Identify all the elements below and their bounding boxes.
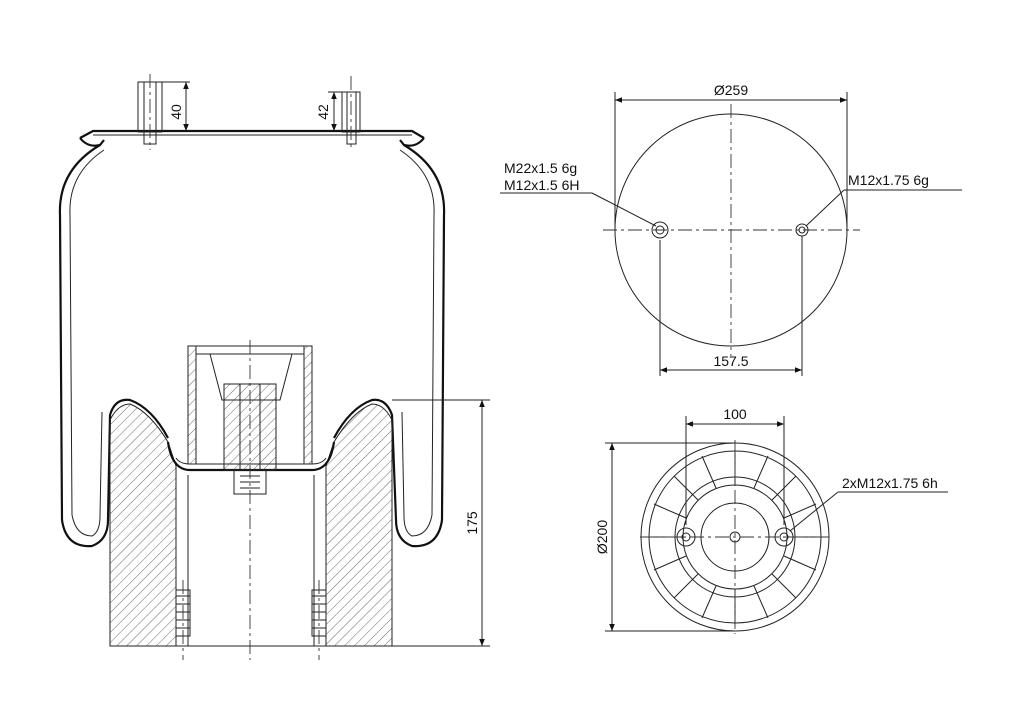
dim-height-label: 175: [464, 511, 480, 535]
bottom-hole-right: [774, 527, 794, 547]
top-hole-left: [651, 221, 669, 239]
top-plate: [79, 129, 425, 147]
bump-stop: [166, 340, 336, 660]
top-spacing-label: 157.5: [713, 353, 748, 369]
top-thread-right: M12x1.75 6g: [848, 172, 929, 188]
stud-right: [341, 76, 361, 150]
dim-stud-right-label: 42: [315, 104, 331, 120]
bottom-view: 100 Ø200 2xM12x1.75 6h: [594, 406, 948, 634]
bottom-hole-left: [676, 527, 696, 547]
stud-left: [137, 74, 163, 150]
dim-height: 175: [392, 399, 490, 647]
top-thread-left-1: M22x1.5 6g: [504, 160, 577, 176]
dim-stud-left-label: 40: [168, 104, 184, 120]
top-diameter-label: Ø259: [714, 82, 748, 98]
top-view: Ø259 157.5 M22x1.5 6g M12x1.5 6H M12x1.7…: [500, 82, 962, 376]
side-section-view: 40 42: [58, 74, 490, 660]
dim-stud-right: 42: [315, 91, 342, 131]
rubber-bellow: [58, 144, 446, 548]
piston-section: [109, 403, 393, 660]
bottom-spacing-label: 100: [723, 406, 747, 422]
dim-stud-left: 40: [162, 81, 190, 131]
bottom-diameter-label: Ø200: [594, 520, 610, 554]
top-thread-left-2: M12x1.5 6H: [504, 177, 579, 193]
bottom-thread-label: 2xM12x1.75 6h: [842, 475, 938, 491]
